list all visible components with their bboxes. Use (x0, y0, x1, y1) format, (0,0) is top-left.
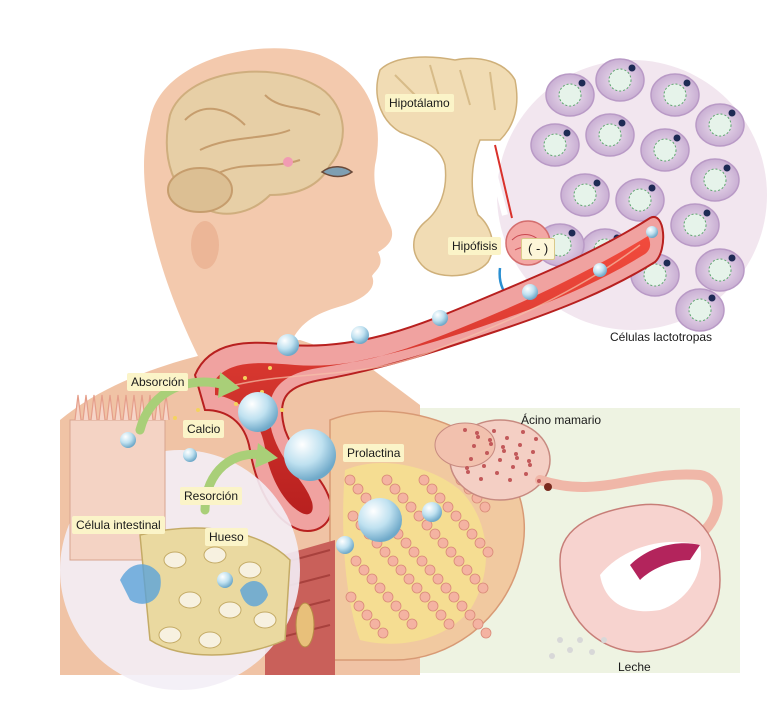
absorption-arrow-head (218, 372, 240, 398)
brain-pituitary-marker (283, 157, 293, 167)
blood-vessel-inner (215, 236, 651, 515)
label-prolactin: Prolactina (343, 444, 405, 462)
label-absorption: Absorción (127, 373, 189, 391)
portal-stalk (485, 149, 508, 216)
nipple (295, 602, 315, 648)
cerebellum (167, 167, 233, 213)
label-pituitary: Hipófisis (448, 237, 502, 255)
ear (191, 221, 219, 269)
bone-trabeculae (120, 527, 291, 656)
prolactin-bubbles (120, 226, 658, 588)
label-milk: Leche (618, 660, 651, 674)
milk-droplets (549, 637, 607, 659)
label-mammary-acinus: Ácino mamario (521, 413, 602, 427)
label-calcium: Calcio (183, 420, 225, 438)
label-hypothalamus: Hipotálamo (385, 94, 454, 112)
label-inhibition: ( - ) (521, 238, 556, 260)
label-intestinal-cell: Célula intestinal (72, 516, 165, 534)
label-resorption: Resorción (180, 487, 243, 505)
eye (320, 166, 354, 178)
label-bone: Hueso (205, 528, 248, 546)
label-lactotrophs: Células lactotropas (610, 330, 713, 344)
resorption-arrow-head (255, 443, 278, 468)
